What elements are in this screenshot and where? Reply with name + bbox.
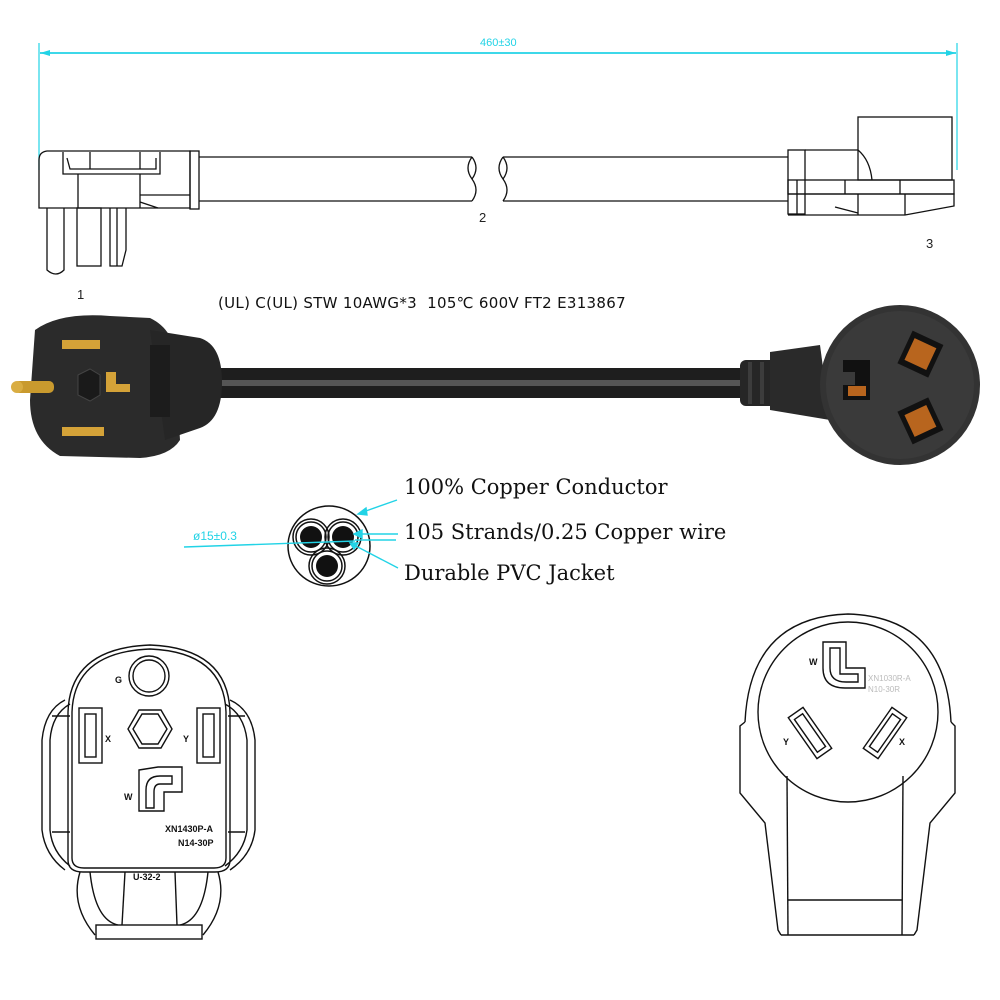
part-number-3: 3	[926, 236, 934, 251]
plug-model-line1: XN1430P-A	[165, 824, 214, 834]
pin-label-x: X	[105, 734, 111, 744]
plug-photo	[11, 315, 222, 458]
plug-model-line2: N14-30P	[178, 838, 214, 848]
pin-label-w: W	[124, 792, 133, 802]
strain-relief-code: U-32-2	[133, 872, 161, 882]
pin-label-y: Y	[183, 734, 189, 744]
receptacle-model-line2: N10-30R	[868, 685, 900, 694]
receptacle-photo	[740, 305, 980, 465]
callout-pvc-jacket: Durable PVC Jacket	[404, 561, 615, 585]
callout-copper-conductor: 100% Copper Conductor	[404, 475, 668, 499]
diameter-dimension-label: ø15±0.3	[193, 529, 237, 543]
length-dimension-label: 460±30	[480, 37, 517, 49]
receptacle-pin-label-y: Y	[783, 737, 789, 747]
cable-spec-text: (UL) C(UL) STW 10AWG*3 105℃ 600V FT2 E31…	[218, 294, 626, 312]
part-number-2: 2	[479, 210, 487, 225]
part-number-1: 1	[77, 287, 85, 302]
receptacle-pin-label-w: W	[809, 657, 818, 667]
pin-label-g: G	[115, 675, 122, 685]
callout-strands: 105 Strands/0.25 Copper wire	[404, 520, 727, 544]
receptacle-model-line1: XN1030R-A	[868, 674, 911, 683]
receptacle-pin-label-x: X	[899, 737, 905, 747]
